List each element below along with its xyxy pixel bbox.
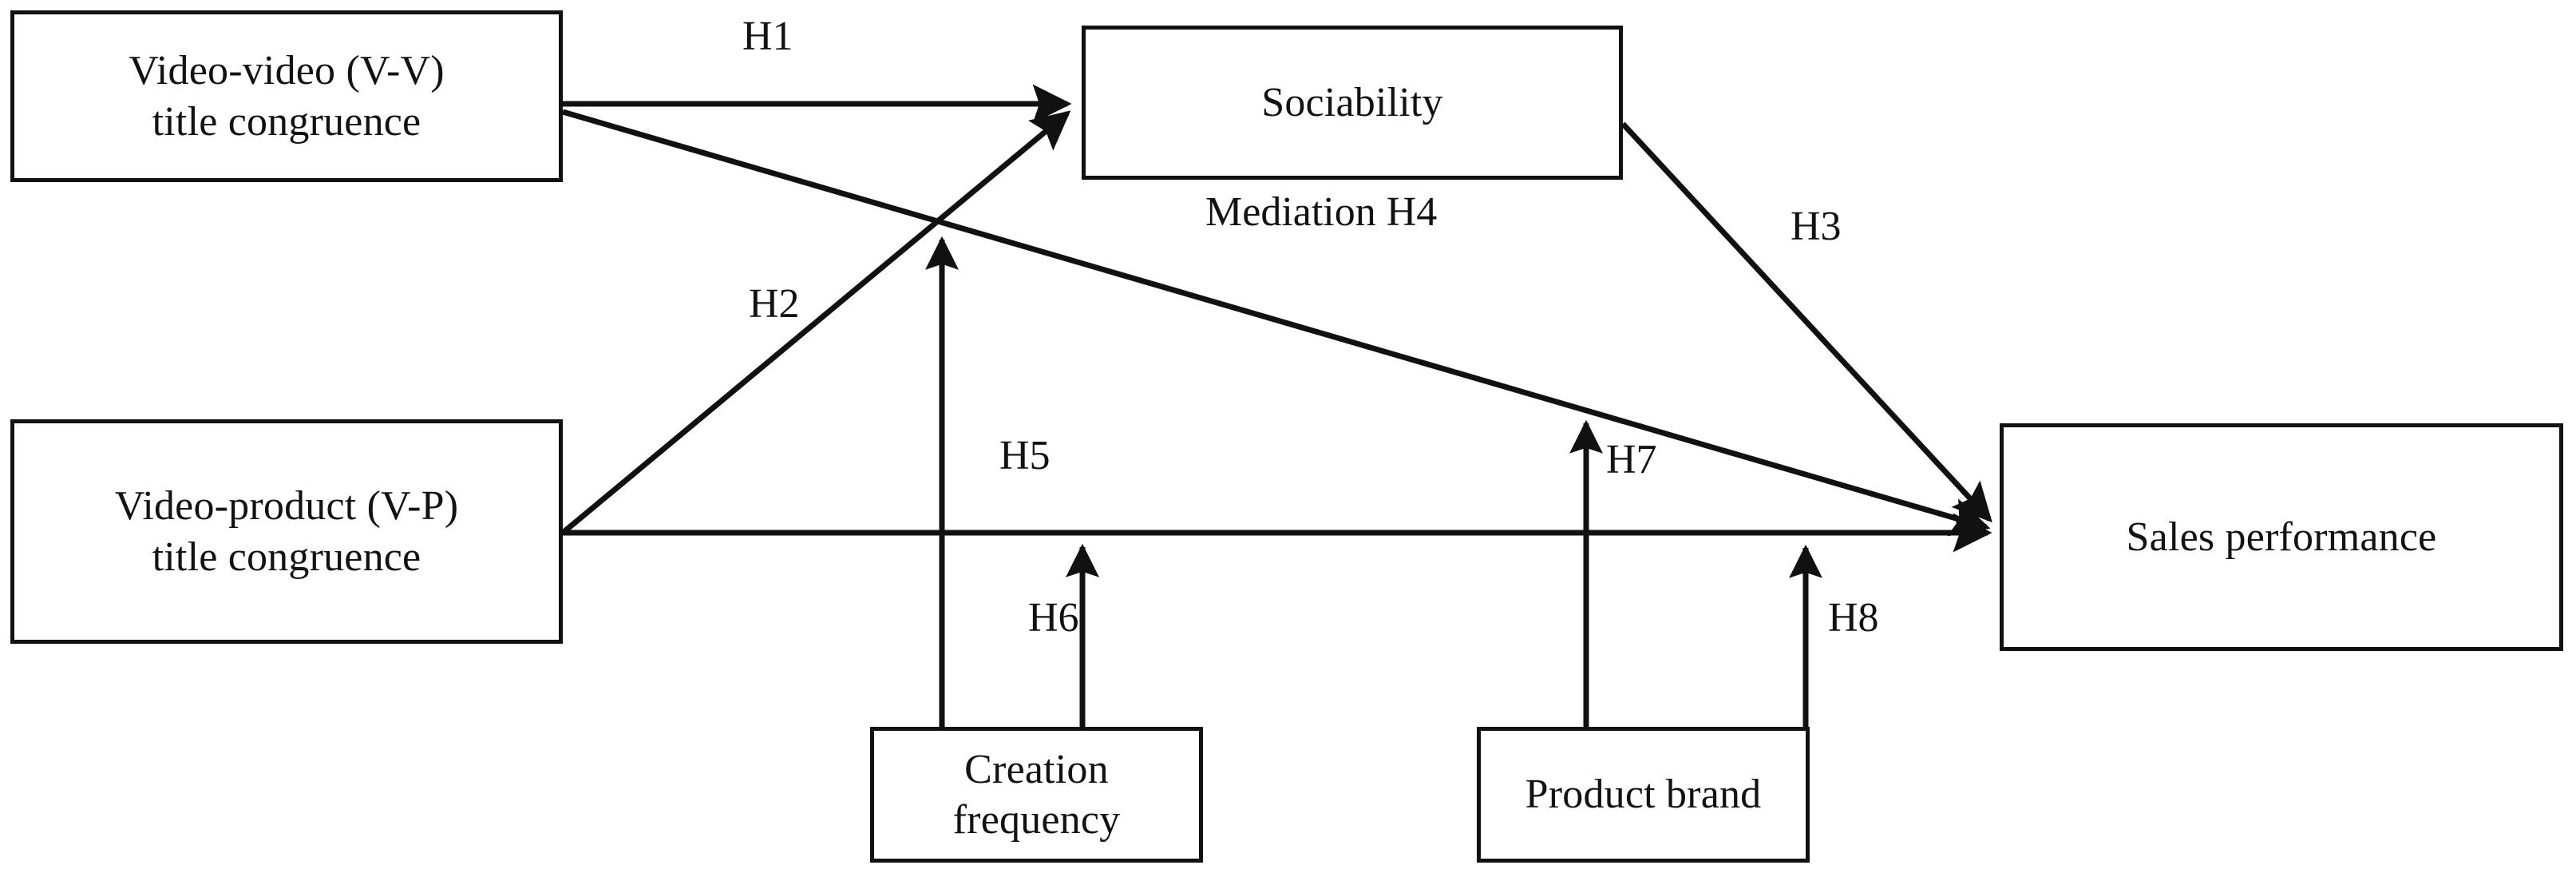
node-sociability[interactable]: Sociability xyxy=(1082,26,1623,180)
edge-label-h7: H7 xyxy=(1606,437,1657,482)
node-creation-frequency[interactable]: Creation frequency xyxy=(870,727,1203,863)
edge-label-h5: H5 xyxy=(999,433,1051,478)
edge-label-h2: H2 xyxy=(749,281,800,327)
node-label: Video-video (V-V) title congruence xyxy=(129,48,445,145)
node-video-product-title-congruence[interactable]: Video-product (V-P) title congruence xyxy=(10,419,563,644)
edge-label-h8: H8 xyxy=(1828,595,1879,641)
edge-label-h3: H3 xyxy=(1791,204,1842,249)
node-product-brand[interactable]: Product brand xyxy=(1477,727,1810,863)
edge-label-h1: H1 xyxy=(742,14,793,59)
node-video-video-title-congruence[interactable]: Video-video (V-V) title congruence xyxy=(10,10,563,182)
node-label: Video-product (V-P) title congruence xyxy=(114,483,459,580)
node-label: Creation frequency xyxy=(952,746,1121,843)
edge-label-mediation-h4: Mediation H4 xyxy=(1205,189,1438,235)
edge-h2-line xyxy=(560,110,1071,535)
node-label: Product brand xyxy=(1525,772,1762,818)
node-label: Sociability xyxy=(1261,79,1443,125)
edge-label-h6: H6 xyxy=(1028,595,1079,641)
node-label: Sales performance xyxy=(2126,514,2437,560)
node-sales-performance[interactable]: Sales performance xyxy=(2000,423,2563,651)
edge-vv-sales-line xyxy=(562,109,1991,537)
edge-h3-line xyxy=(1620,121,1992,523)
